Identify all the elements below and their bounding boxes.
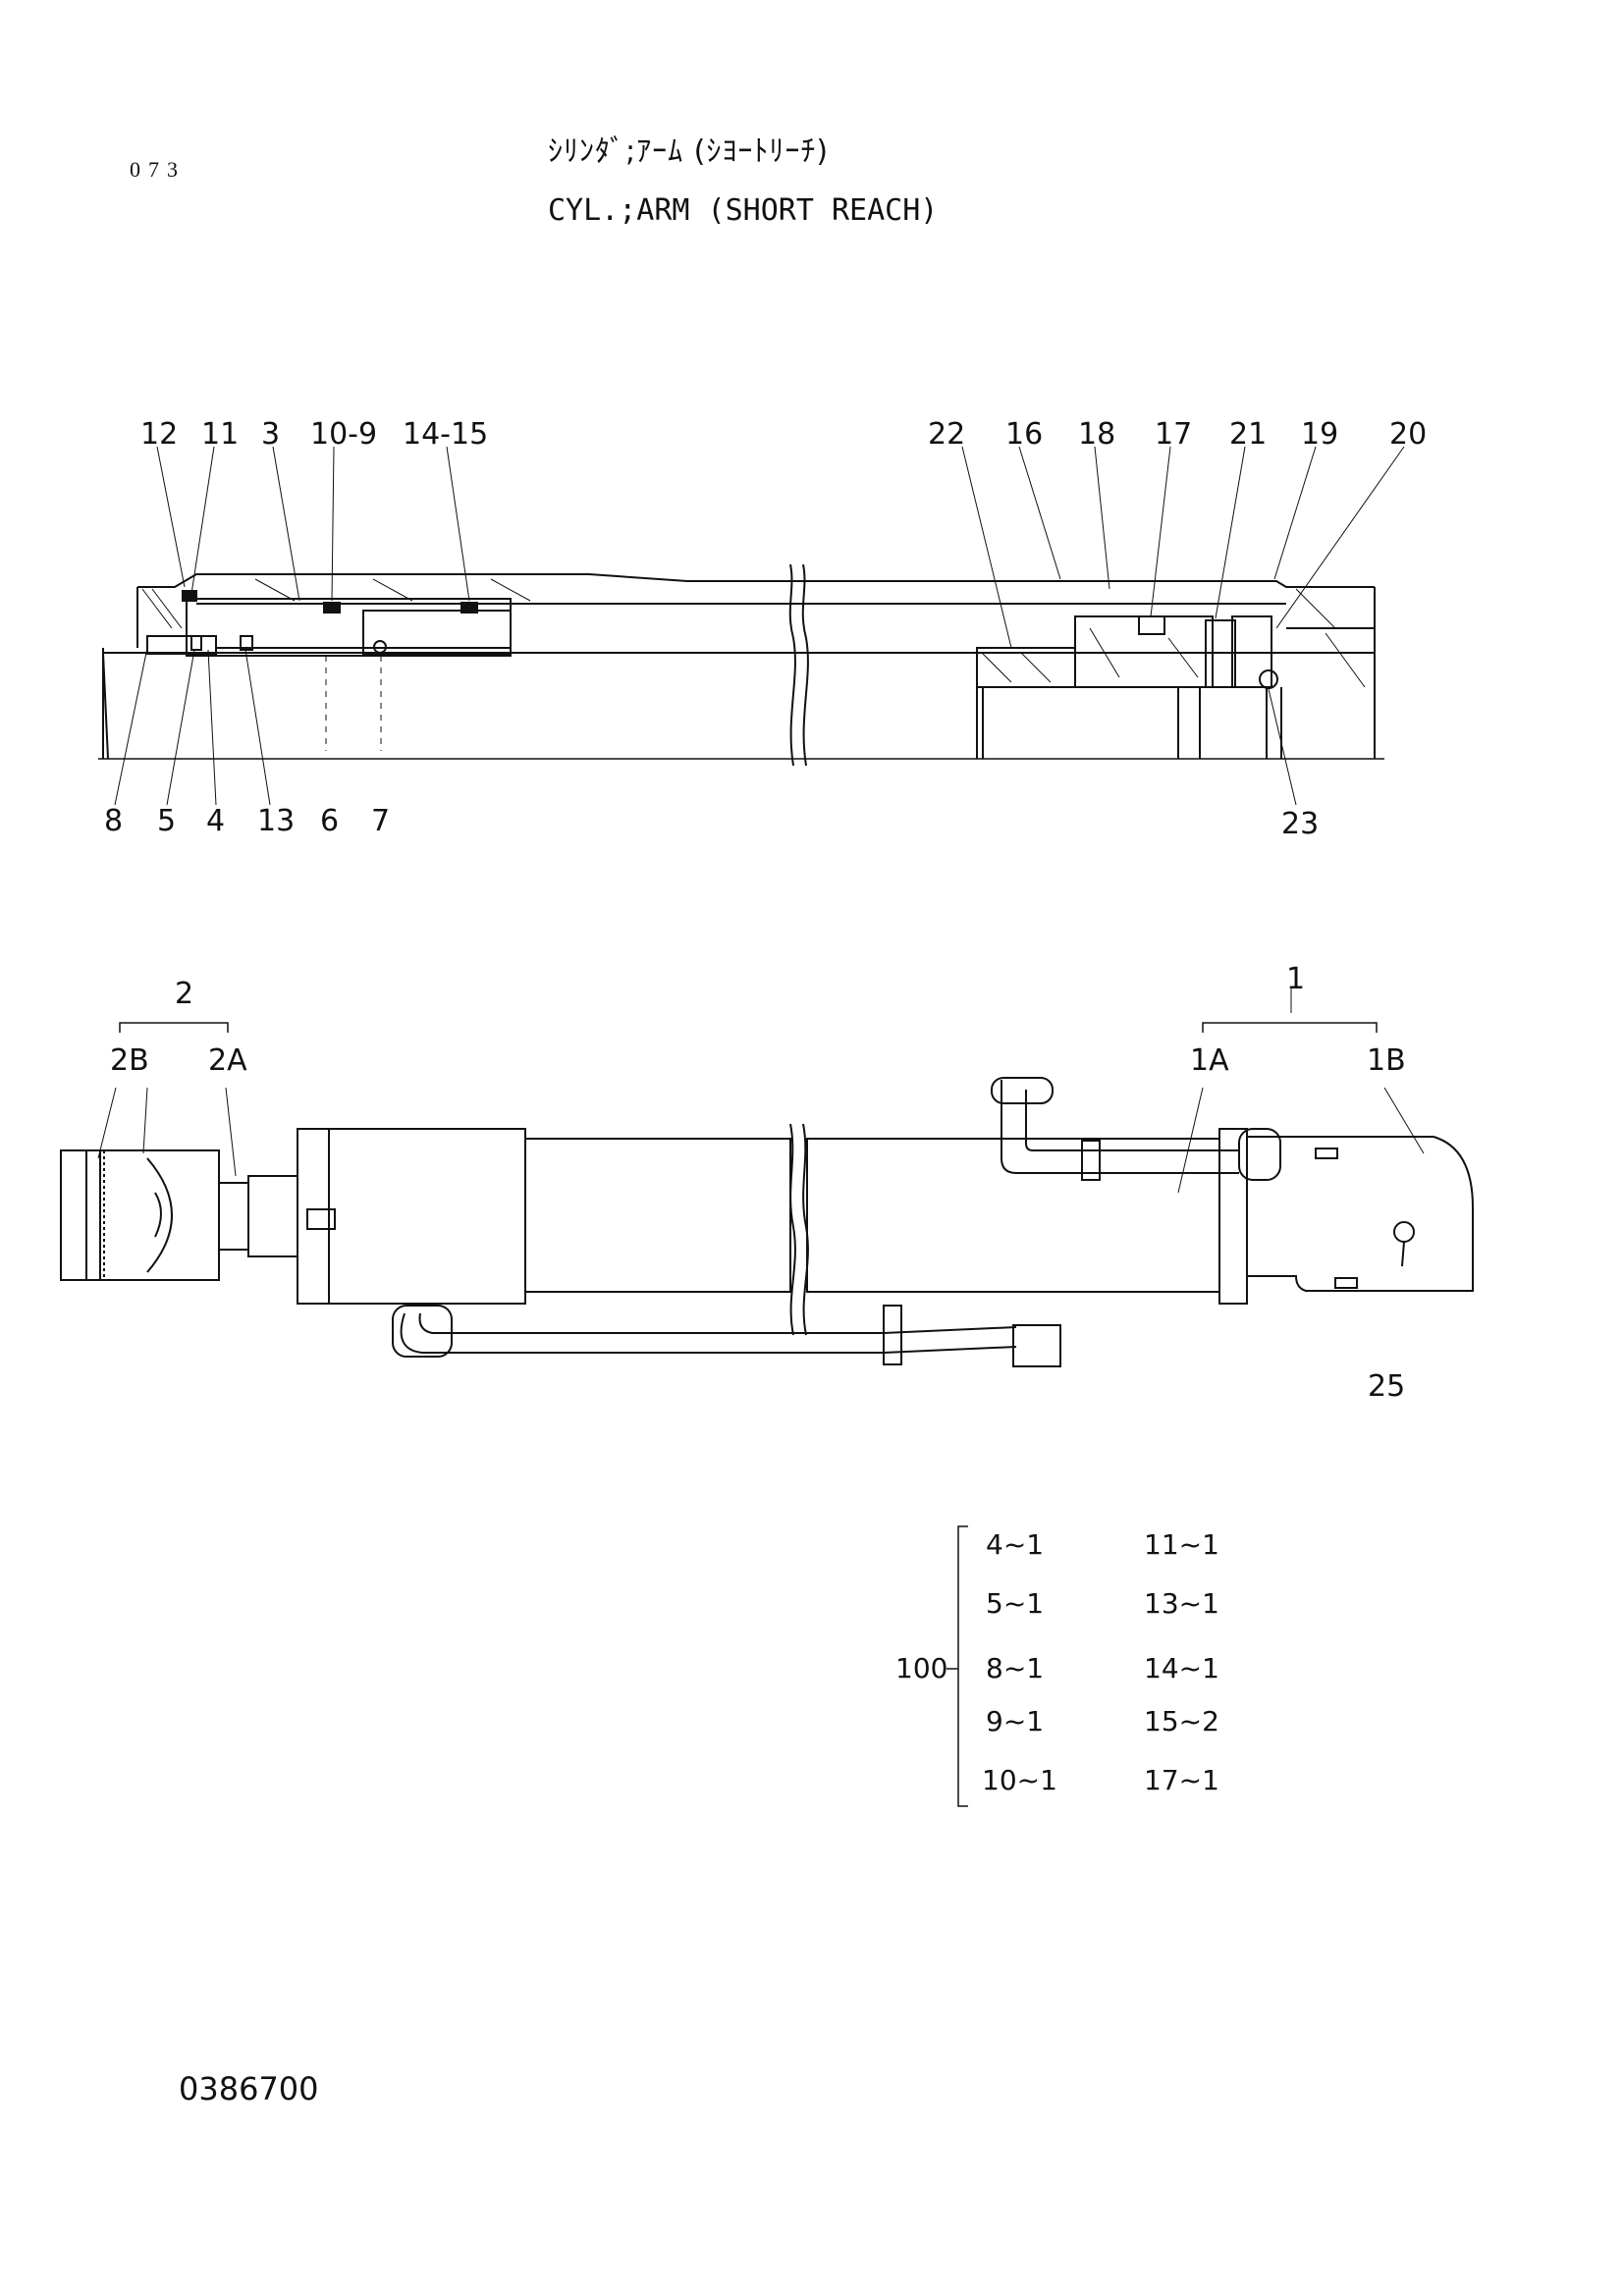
callout-23: 23	[1281, 807, 1320, 841]
kit-item-13: 13~1	[1144, 1587, 1219, 1620]
callout-11: 11	[201, 417, 240, 452]
document-id: 0386700	[179, 2070, 319, 2108]
kit-item-11: 11~1	[1144, 1528, 1219, 1561]
callout-1b: 1B	[1367, 1043, 1406, 1078]
kit-item-9: 9~1	[986, 1705, 1045, 1737]
callout-16: 16	[1005, 417, 1044, 452]
title-japanese: ｼﾘﾝﾀﾞ;ｱｰﾑ (ｼﾖｰﾄﾘｰﾁ)	[548, 134, 830, 169]
kit-item-4: 4~1	[986, 1528, 1045, 1561]
callout-8: 8	[104, 804, 124, 838]
kit-item-14: 14~1	[1144, 1652, 1219, 1684]
callout-1a: 1A	[1190, 1043, 1229, 1078]
seal-kit-bracket	[947, 1525, 968, 1807]
kit-item-15: 15~2	[1144, 1705, 1219, 1737]
callout-14-15: 14-15	[403, 417, 489, 452]
callout-18: 18	[1078, 417, 1116, 452]
callout-group-2: 2	[175, 977, 194, 1011]
callout-21: 21	[1229, 417, 1268, 452]
callout-13: 13	[257, 804, 296, 838]
callout-5: 5	[157, 804, 177, 838]
callout-2a: 2A	[208, 1043, 247, 1078]
callout-12: 12	[140, 417, 179, 452]
section-view-drawing	[98, 446, 1405, 806]
callout-25: 25	[1368, 1369, 1406, 1404]
callout-10-9: 10-9	[310, 417, 378, 452]
seal-kit-number: 100	[895, 1652, 948, 1684]
page-number: 073	[130, 157, 186, 182]
callout-4: 4	[206, 804, 226, 838]
callout-group-1: 1	[1286, 962, 1306, 996]
assembly-view-drawing	[60, 987, 1474, 1367]
kit-item-5: 5~1	[986, 1587, 1045, 1620]
callout-6: 6	[320, 804, 340, 838]
title-english: CYL.;ARM (SHORT REACH)	[548, 193, 939, 228]
callout-22: 22	[928, 417, 966, 452]
callout-3: 3	[261, 417, 281, 452]
kit-item-10: 10~1	[982, 1764, 1057, 1796]
kit-item-8: 8~1	[986, 1652, 1045, 1684]
callout-7: 7	[371, 804, 391, 838]
callout-17: 17	[1155, 417, 1193, 452]
callout-19: 19	[1301, 417, 1339, 452]
callout-20: 20	[1389, 417, 1428, 452]
kit-item-17: 17~1	[1144, 1764, 1219, 1796]
callout-2b: 2B	[110, 1043, 149, 1078]
